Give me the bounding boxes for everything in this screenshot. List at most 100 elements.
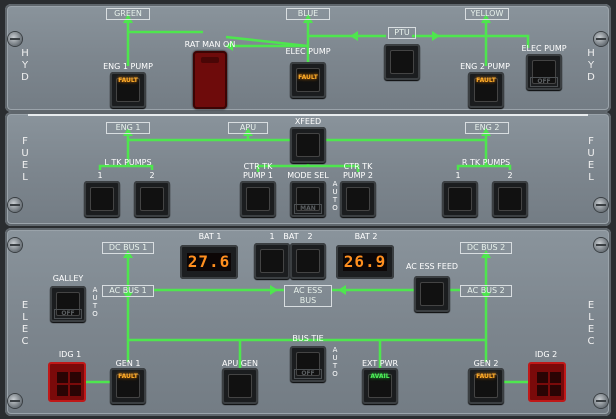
elec-idg1-label: IDG 1: [58, 350, 82, 359]
fuel-ltk-label: L TK PUMPS: [104, 158, 152, 167]
elec-bustie-auto-label: AUTO: [331, 346, 339, 378]
elec-gen2-label: GEN 2: [473, 359, 499, 368]
eng2-pump-button[interactable]: FAULT: [468, 72, 504, 108]
arrow: [123, 14, 133, 23]
blue-elec-pump-button[interactable]: FAULT: [290, 62, 326, 98]
fuel-ltk-line: [98, 140, 154, 170]
rat-man-on-guard[interactable]: [193, 51, 227, 109]
elec-idg2-label: IDG 2: [534, 350, 558, 359]
elec-extpwr-label: EXT PWR: [361, 359, 399, 368]
elec-dc2-label: DC BUS 2: [460, 242, 512, 254]
elec-acessfeed-label: AC ESS FEED: [405, 262, 459, 271]
fuel-ctr1-label: CTR TK PUMP 1: [242, 162, 274, 180]
arrow: [338, 285, 346, 295]
elec-acess-label: AC ESS BUS: [284, 285, 332, 307]
ac-ess-feed-button[interactable]: [414, 276, 450, 312]
xfeed-button[interactable]: [290, 127, 326, 163]
screw: [594, 198, 608, 212]
idg-1-disconnect-guard[interactable]: [48, 362, 86, 402]
elec-bat1-label: BAT 1: [198, 232, 222, 241]
fuel-side-label-right: FUEL: [585, 136, 597, 184]
bat2-voltage-display: 26.9: [336, 245, 394, 279]
fuel-eng2-label: ENG 2: [465, 122, 509, 134]
l-tk-pump-2-button[interactable]: [134, 181, 170, 217]
hyd-elec-yellow-label: ELEC PUMP: [521, 44, 567, 53]
elec-gen1-label: GEN 1: [115, 359, 141, 368]
bat-1-button[interactable]: [254, 243, 290, 279]
l-tk-pump-1-button[interactable]: [84, 181, 120, 217]
bat1-voltage-display: 27.6: [180, 245, 238, 279]
fuel-modesel-label: MODE SEL: [287, 171, 329, 180]
screw: [594, 394, 608, 408]
ctr-tk-pump-2-button[interactable]: [340, 181, 376, 217]
elec-dc1-label: DC BUS 1: [102, 242, 154, 254]
hyd-elec-blue-label: ELEC PUMP: [285, 47, 331, 56]
fuel-xfeed-label: XFEED: [294, 117, 322, 126]
elec-bat-1-num: 1: [269, 232, 275, 241]
fuel-rtk-line: [456, 140, 512, 170]
yellow-elec-pump-button[interactable]: OFF: [526, 54, 562, 90]
elec-bustie-label: BUS TIE: [292, 334, 324, 343]
ext-pwr-button[interactable]: AVAIL: [362, 368, 398, 404]
r-tk-pump-1-button[interactable]: [442, 181, 478, 217]
screw: [8, 198, 22, 212]
hyd-elecy-line: [486, 34, 530, 48]
fuel-rtk-2-label: 2: [507, 171, 513, 180]
fuel-ctr2-label: CTR TK PUMP 2: [342, 162, 374, 180]
hyd-ptu-label: PTU: [388, 27, 416, 39]
hyd-green-label: GREEN: [106, 8, 150, 20]
hyd-rat-label: RAT MAN ON: [184, 40, 236, 49]
elec-bat2-label: BAT 2: [354, 232, 378, 241]
fuel-apu-label: APU: [228, 122, 268, 134]
ctr-tk-pump-1-button[interactable]: [240, 181, 276, 217]
fuel-rtk-1-label: 1: [455, 171, 461, 180]
mode-sel-button[interactable]: MAN: [290, 181, 326, 217]
r-tk-pump-2-button[interactable]: [492, 181, 528, 217]
fuel-ltk-1-label: 1: [97, 171, 103, 180]
elec-side-label-right: ELEC: [585, 300, 597, 348]
screw: [8, 394, 22, 408]
arrow: [432, 31, 440, 41]
fuel-rtk-label: R TK PUMPS: [461, 158, 511, 167]
arrow: [225, 41, 233, 51]
elec-galley-auto-label: AUTO: [91, 286, 99, 318]
fuel-side-label: FUEL: [19, 136, 31, 184]
eng1-pump-button[interactable]: FAULT: [110, 72, 146, 108]
arrow: [303, 14, 313, 23]
panel-divider: [28, 114, 588, 116]
arrow: [270, 285, 278, 295]
elec-ac2-line: [332, 288, 488, 362]
elec-ac1-label: AC BUS 1: [102, 285, 154, 297]
hyd-side-label: HYD: [19, 48, 31, 84]
screw: [594, 238, 608, 252]
galley-button[interactable]: OFF: [50, 286, 86, 322]
bus-tie-button[interactable]: OFF: [290, 346, 326, 382]
elec-ac1-line: [126, 288, 284, 362]
arrow: [123, 250, 133, 258]
elec-bat-2-num: 2: [307, 232, 313, 241]
arrow: [481, 128, 491, 136]
apu-gen-button[interactable]: [222, 368, 258, 404]
fuel-ltk-2-label: 2: [149, 171, 155, 180]
idg-2-disconnect-guard[interactable]: [528, 362, 566, 402]
elec-galley-label: GALLEY: [52, 274, 84, 283]
hyd-blue-label: BLUE: [286, 8, 330, 20]
gen-1-button[interactable]: FAULT: [110, 368, 146, 404]
screw: [594, 32, 608, 46]
fuel-auto-label: AUTO: [331, 180, 339, 212]
arrow: [481, 250, 491, 258]
hyd-ptu-line: [128, 30, 486, 48]
elec-ac2-label: AC BUS 2: [460, 285, 512, 297]
bat-2-button[interactable]: [290, 243, 326, 279]
elec-side-label: ELEC: [19, 300, 31, 348]
elec-apugen-label: APU GEN: [222, 359, 258, 368]
hyd-eng1-label: ENG 1 PUMP: [103, 62, 153, 71]
ptu-button[interactable]: [384, 44, 420, 80]
screw: [8, 32, 22, 46]
gen-2-button[interactable]: FAULT: [468, 368, 504, 404]
arrow: [243, 128, 253, 136]
screw: [8, 238, 22, 252]
arrow: [123, 128, 133, 136]
hyd-yellow-label: YELLOW: [465, 8, 509, 20]
hyd-eng2-label: ENG 2 PUMP: [460, 62, 510, 71]
